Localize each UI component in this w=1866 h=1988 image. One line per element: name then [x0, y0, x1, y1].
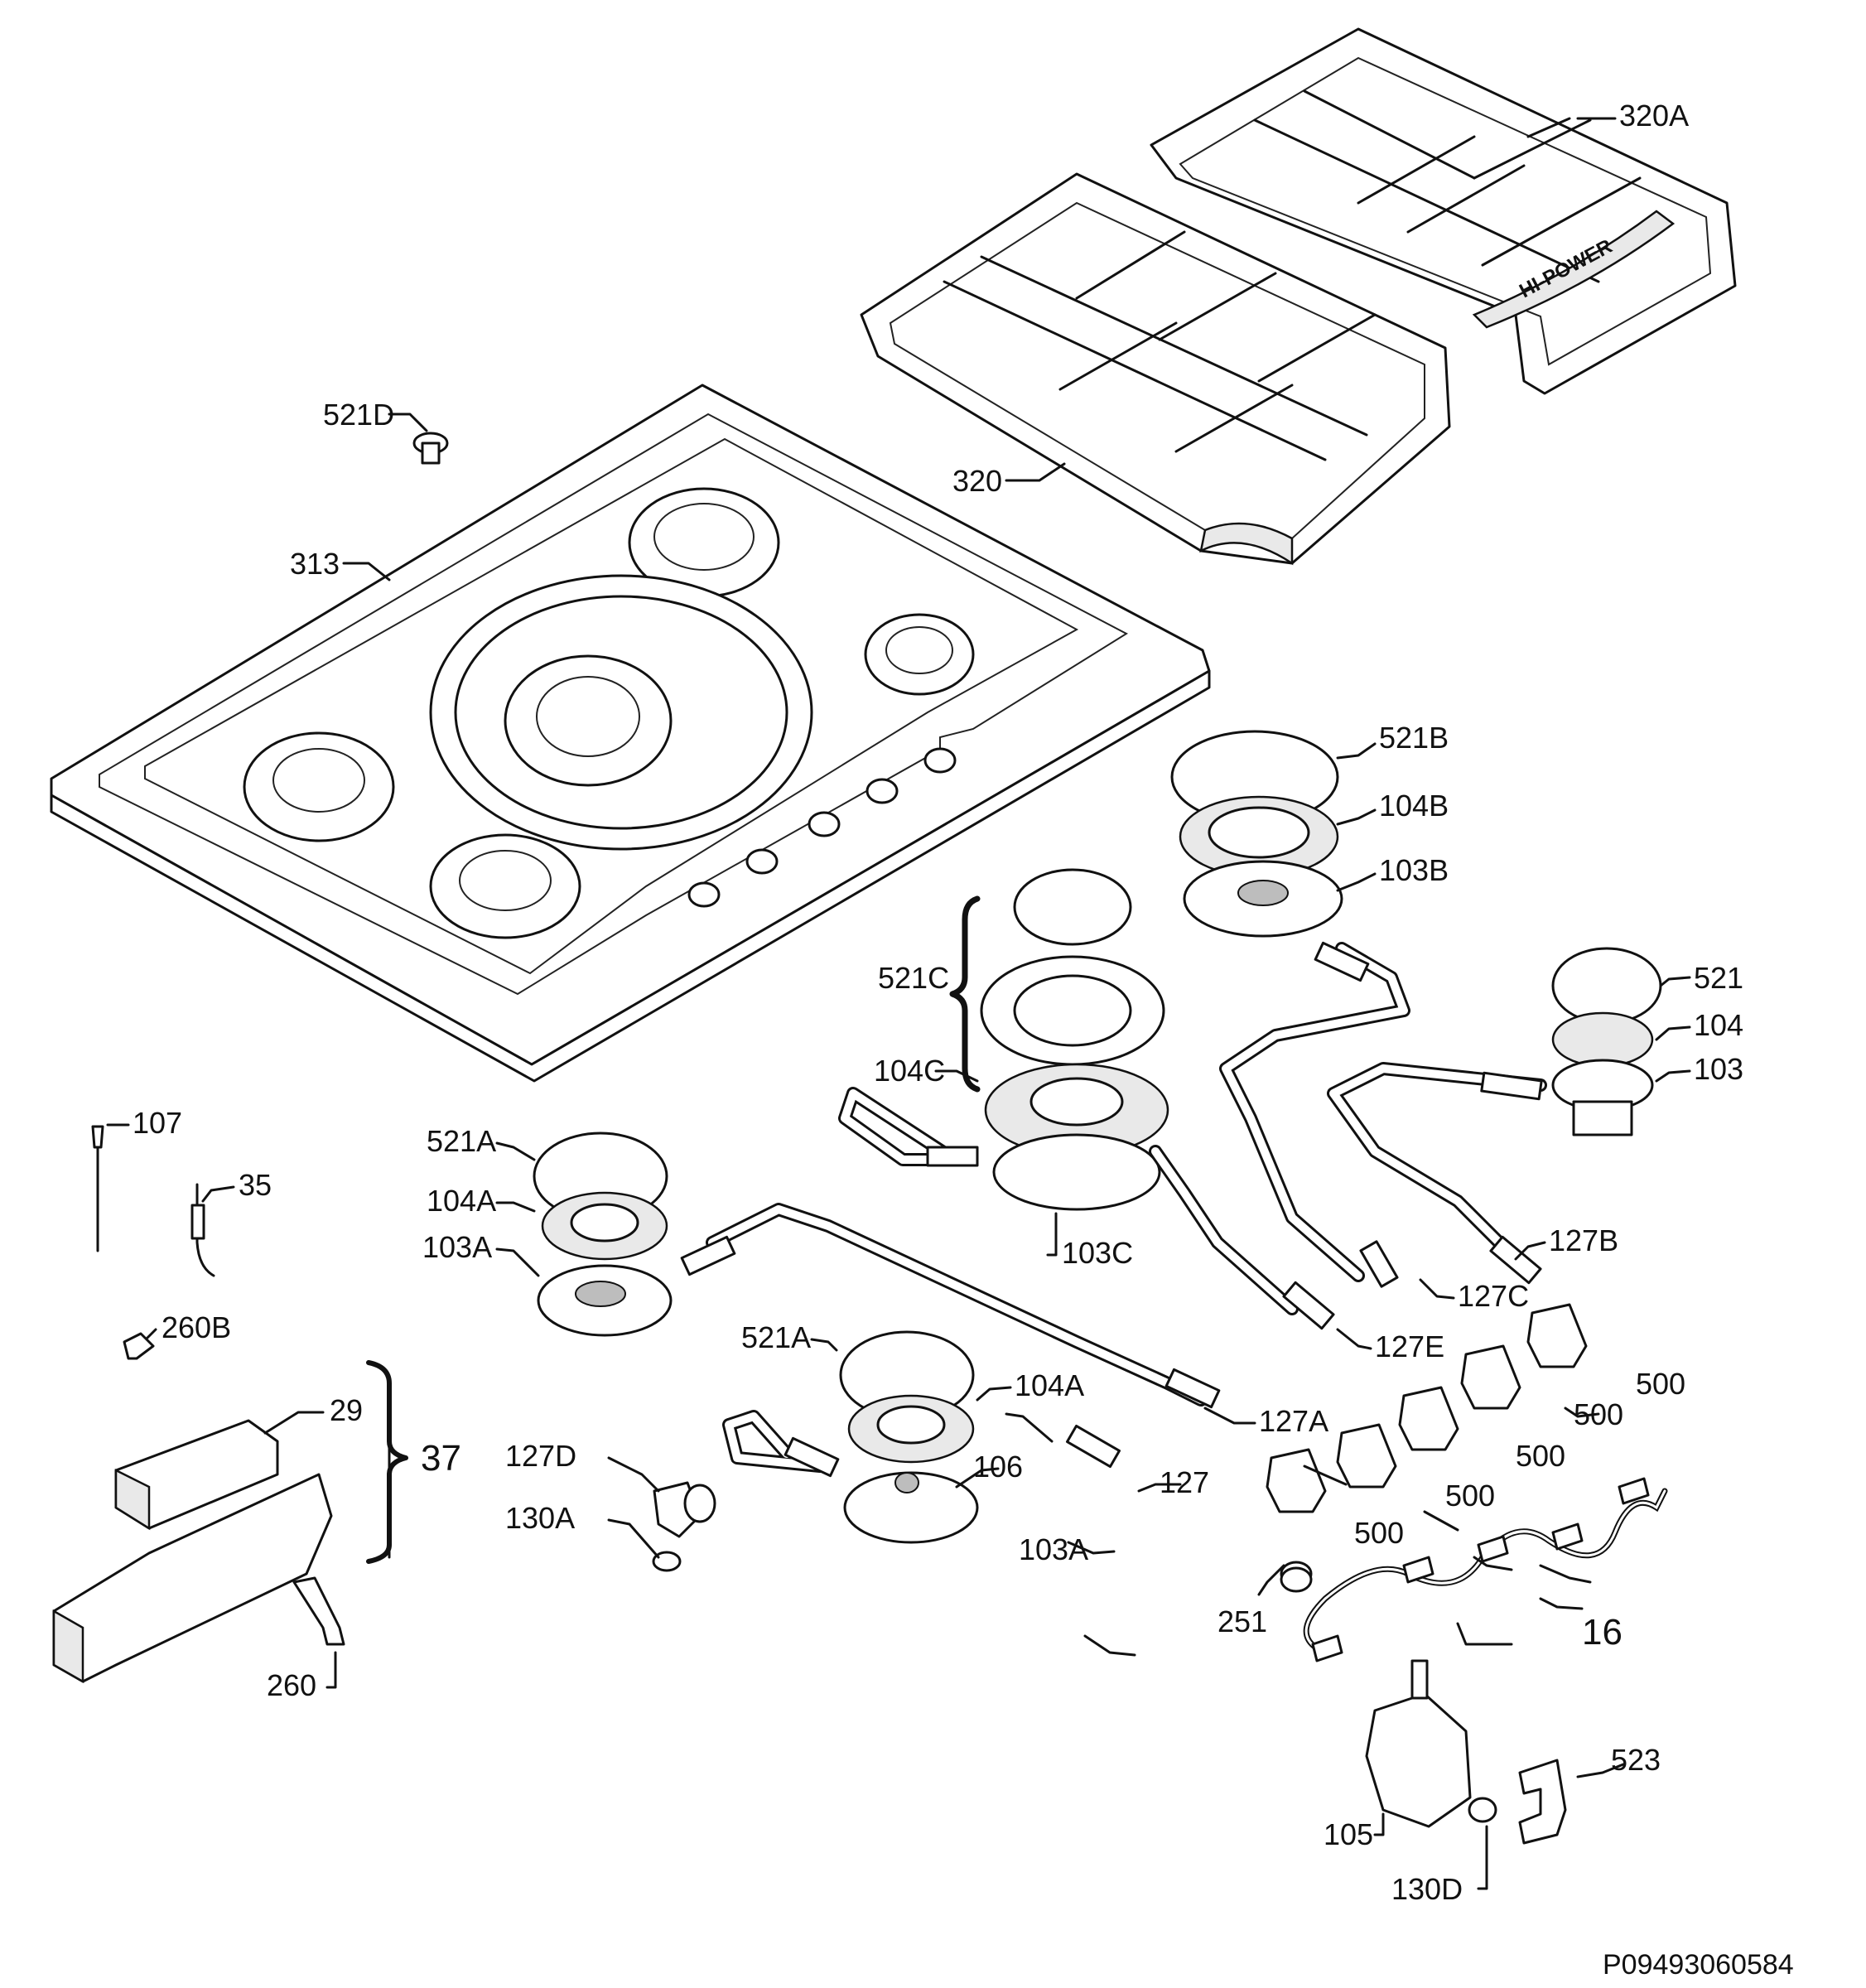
burner-aux [1551, 947, 1662, 1136]
callout-104a-1: 104A [427, 1184, 496, 1218]
callout-320a: 320A [1619, 99, 1689, 133]
callout-127a: 127A [1259, 1404, 1328, 1438]
burner-a-1 [533, 1132, 673, 1337]
callout-37: 37 [421, 1438, 461, 1479]
gas-pipes [680, 941, 1547, 1478]
bracket-521c [949, 895, 981, 1093]
callout-251: 251 [1217, 1604, 1267, 1638]
callout-103: 103 [1694, 1052, 1743, 1086]
pan-support-320 [860, 172, 1451, 566]
callout-313: 313 [290, 547, 340, 581]
ignition-module-29 [114, 1419, 279, 1531]
leader-lines [106, 117, 1691, 1890]
callout-104: 104 [1694, 1008, 1743, 1042]
hob-top-313 [50, 384, 1211, 1083]
callout-130d: 130D [1391, 1872, 1463, 1906]
callout-105: 105 [1324, 1817, 1373, 1851]
callout-103c: 103C [1062, 1236, 1133, 1270]
callout-500-2: 500 [1574, 1397, 1623, 1431]
callout-127: 127 [1160, 1465, 1209, 1499]
callout-107: 107 [133, 1106, 182, 1140]
burner-a-2 [839, 1330, 979, 1544]
callout-521c: 521C [878, 961, 949, 995]
callout-35: 35 [239, 1168, 272, 1202]
callout-130a: 130A [505, 1501, 575, 1535]
callout-521b: 521B [1379, 721, 1449, 755]
callout-521: 521 [1694, 961, 1743, 995]
gas-tap-105 [1365, 1659, 1567, 1845]
callout-106: 106 [973, 1450, 1023, 1484]
bracket-37 [366, 1360, 408, 1564]
callout-127d: 127D [505, 1439, 576, 1473]
callout-523: 523 [1611, 1743, 1661, 1777]
washer-251 [1280, 1566, 1313, 1593]
document-id: P09493060584 [1603, 1949, 1794, 1981]
callout-104a-2: 104A [1015, 1368, 1084, 1402]
callout-127e: 127E [1375, 1329, 1444, 1363]
callout-16: 16 [1582, 1612, 1623, 1653]
callout-103a-1: 103A [422, 1230, 492, 1264]
electrode-35 [190, 1183, 215, 1277]
screw-521d [412, 432, 449, 465]
pan-support-320a: HI-POWER [1150, 27, 1737, 395]
callout-521a-2: 521A [741, 1320, 811, 1354]
thermocouple-107 [91, 1125, 104, 1252]
callout-127b: 127B [1549, 1223, 1618, 1257]
callout-521a-1: 521A [427, 1124, 496, 1158]
callout-260: 260 [267, 1668, 316, 1702]
callout-260b: 260B [162, 1310, 231, 1344]
callout-500-3: 500 [1516, 1439, 1565, 1473]
clip-260 [292, 1576, 345, 1646]
callout-103b: 103B [1379, 853, 1449, 887]
burner-c [980, 868, 1169, 1211]
burner-b [1170, 730, 1343, 938]
callout-500-4: 500 [1445, 1479, 1495, 1513]
callout-127c: 127C [1458, 1279, 1529, 1313]
elbow-127d [652, 1481, 716, 1572]
callout-500-5: 500 [1354, 1516, 1404, 1550]
callout-103a-2: 103A [1019, 1532, 1088, 1566]
callout-104b: 104B [1379, 789, 1449, 823]
control-knobs [1266, 1303, 1588, 1513]
callout-521d: 521D [323, 398, 394, 432]
callout-104c: 104C [874, 1054, 945, 1088]
clip-260b [123, 1332, 155, 1360]
callout-320: 320 [952, 464, 1002, 498]
callout-500-1: 500 [1636, 1367, 1685, 1401]
callout-29: 29 [330, 1393, 363, 1427]
